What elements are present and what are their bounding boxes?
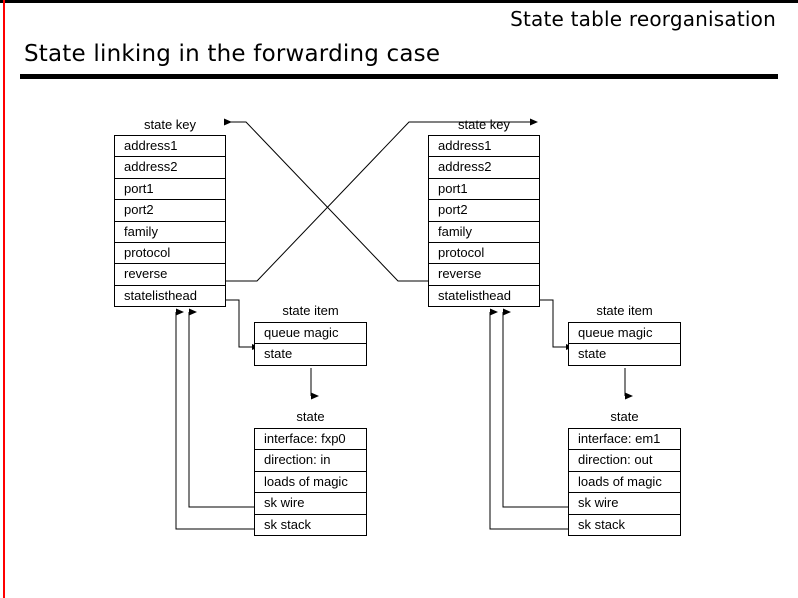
field-row: address2	[429, 157, 539, 179]
deck-title: State table reorganisation	[510, 7, 776, 31]
slide-title: State linking in the forwarding case	[24, 41, 441, 67]
connector-right-reverse-to-left-key	[224, 118, 430, 282]
field-row: sk wire	[569, 493, 680, 515]
node-caption-state-item-right: state item	[596, 303, 653, 318]
connector-left-statelisthead-to-state-item	[225, 299, 259, 350]
field-row: state	[255, 344, 366, 366]
node-caption-state-right: state	[610, 409, 639, 424]
field-table-state-left: interface: fxp0 direction: in loads of m…	[254, 428, 367, 536]
field-row: port1	[115, 179, 225, 201]
connector-right-sk-stack-to-statelisthead	[489, 308, 569, 530]
field-row: address2	[115, 157, 225, 179]
field-row: interface: fxp0	[255, 429, 366, 451]
field-row: protocol	[429, 243, 539, 265]
field-row: family	[115, 222, 225, 243]
field-row: family	[429, 222, 539, 243]
field-row: port2	[115, 200, 225, 222]
field-row: loads of magic	[255, 472, 366, 494]
field-row: sk wire	[255, 493, 366, 515]
node-caption-state-key-right: state key	[457, 117, 511, 132]
field-table-state-item-right: queue magic state	[568, 322, 681, 366]
field-row: queue magic	[255, 323, 366, 345]
field-row: sk stack	[569, 515, 680, 536]
field-row: protocol	[115, 243, 225, 265]
field-table-state-right: interface: em1 direction: out loads of m…	[568, 428, 681, 536]
field-row: address1	[115, 136, 225, 158]
field-row: queue magic	[569, 323, 680, 345]
slide-left-accent-bar	[3, 0, 5, 598]
field-row: statelisthead	[429, 286, 539, 308]
field-row: reverse	[115, 264, 225, 286]
field-row: statelisthead	[115, 286, 225, 308]
field-row: loads of magic	[569, 472, 680, 494]
field-table-state-key-left: address1 address2 port1 port2 family pro…	[114, 135, 226, 308]
connector-left-sk-stack-to-statelisthead	[175, 308, 255, 530]
field-row: port1	[429, 179, 539, 201]
field-table-state-item-left: queue magic state	[254, 322, 367, 366]
field-table-state-key-right: address1 address2 port1 port2 family pro…	[428, 135, 540, 308]
field-row: interface: em1	[569, 429, 680, 451]
field-row: reverse	[429, 264, 539, 286]
node-caption-state-left: state	[296, 409, 325, 424]
field-row: sk stack	[255, 515, 366, 536]
slide-top-border	[0, 0, 798, 3]
title-underline-rule	[20, 74, 778, 79]
field-row: port2	[429, 200, 539, 222]
connector-right-sk-wire-to-statelisthead	[502, 308, 569, 508]
field-row: direction: in	[255, 450, 366, 472]
connector-right-statelisthead-to-state-item	[538, 299, 573, 350]
connector-left-sk-wire-to-statelisthead	[188, 308, 255, 508]
field-row: direction: out	[569, 450, 680, 472]
field-row: state	[569, 344, 680, 366]
node-caption-state-item-left: state item	[282, 303, 339, 318]
node-caption-state-key-left: state key	[143, 117, 197, 132]
field-row: address1	[429, 136, 539, 158]
